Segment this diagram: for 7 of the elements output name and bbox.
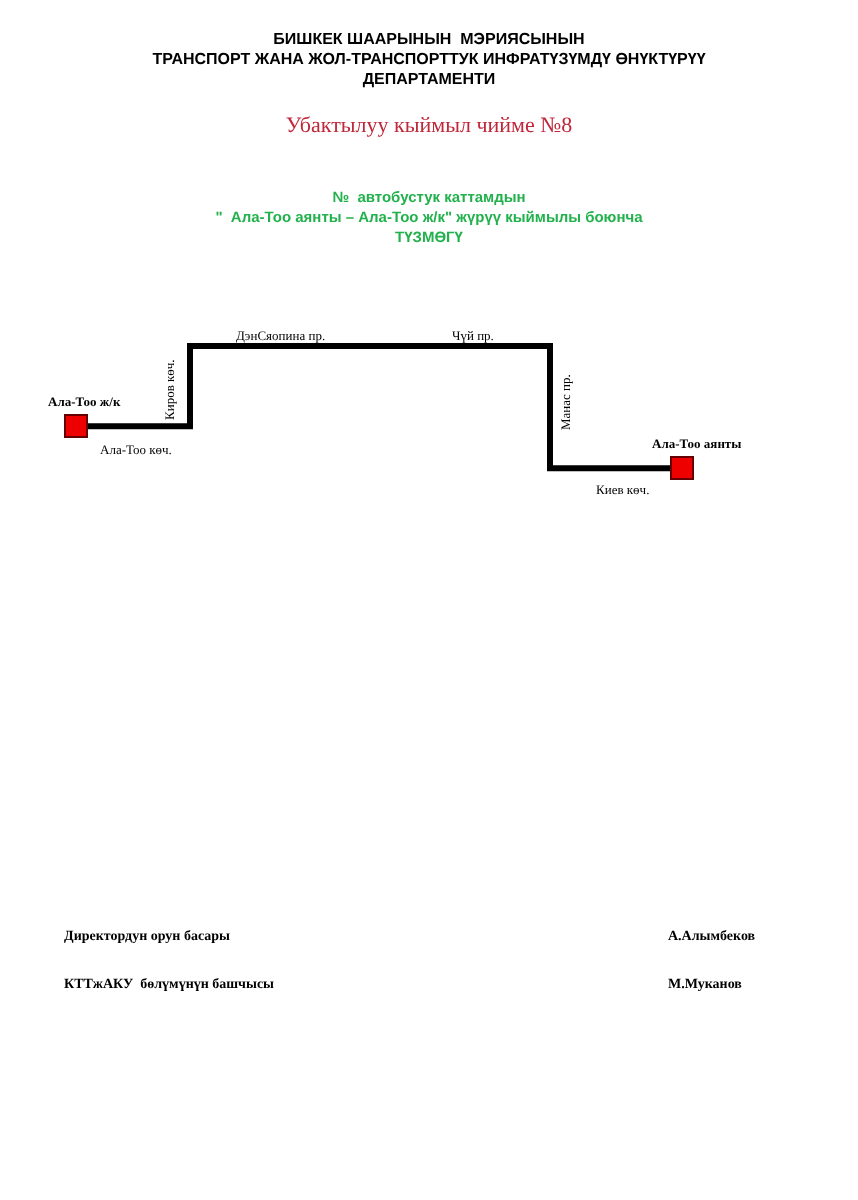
bus-stop <box>652 438 742 481</box>
header-text: БИШКЕК ШААРЫНЫН МЭРИЯСЫНЫН <box>271 32 587 50</box>
scheme-title: Убактылуу кыймыл чийме №8 <box>283 114 575 139</box>
bus-stop <box>48 396 121 439</box>
bus-route-line <box>88 343 670 472</box>
header-text: ТРАНСПОРТ ЖАНА ЖОЛ-ТРАНСПОРТТУК ИНФРАТҮЗҮМДҮ ӨНҮКТҮРҮҮ <box>150 52 708 70</box>
header-text: ДЕПАРТАМЕНТИ <box>360 72 498 90</box>
